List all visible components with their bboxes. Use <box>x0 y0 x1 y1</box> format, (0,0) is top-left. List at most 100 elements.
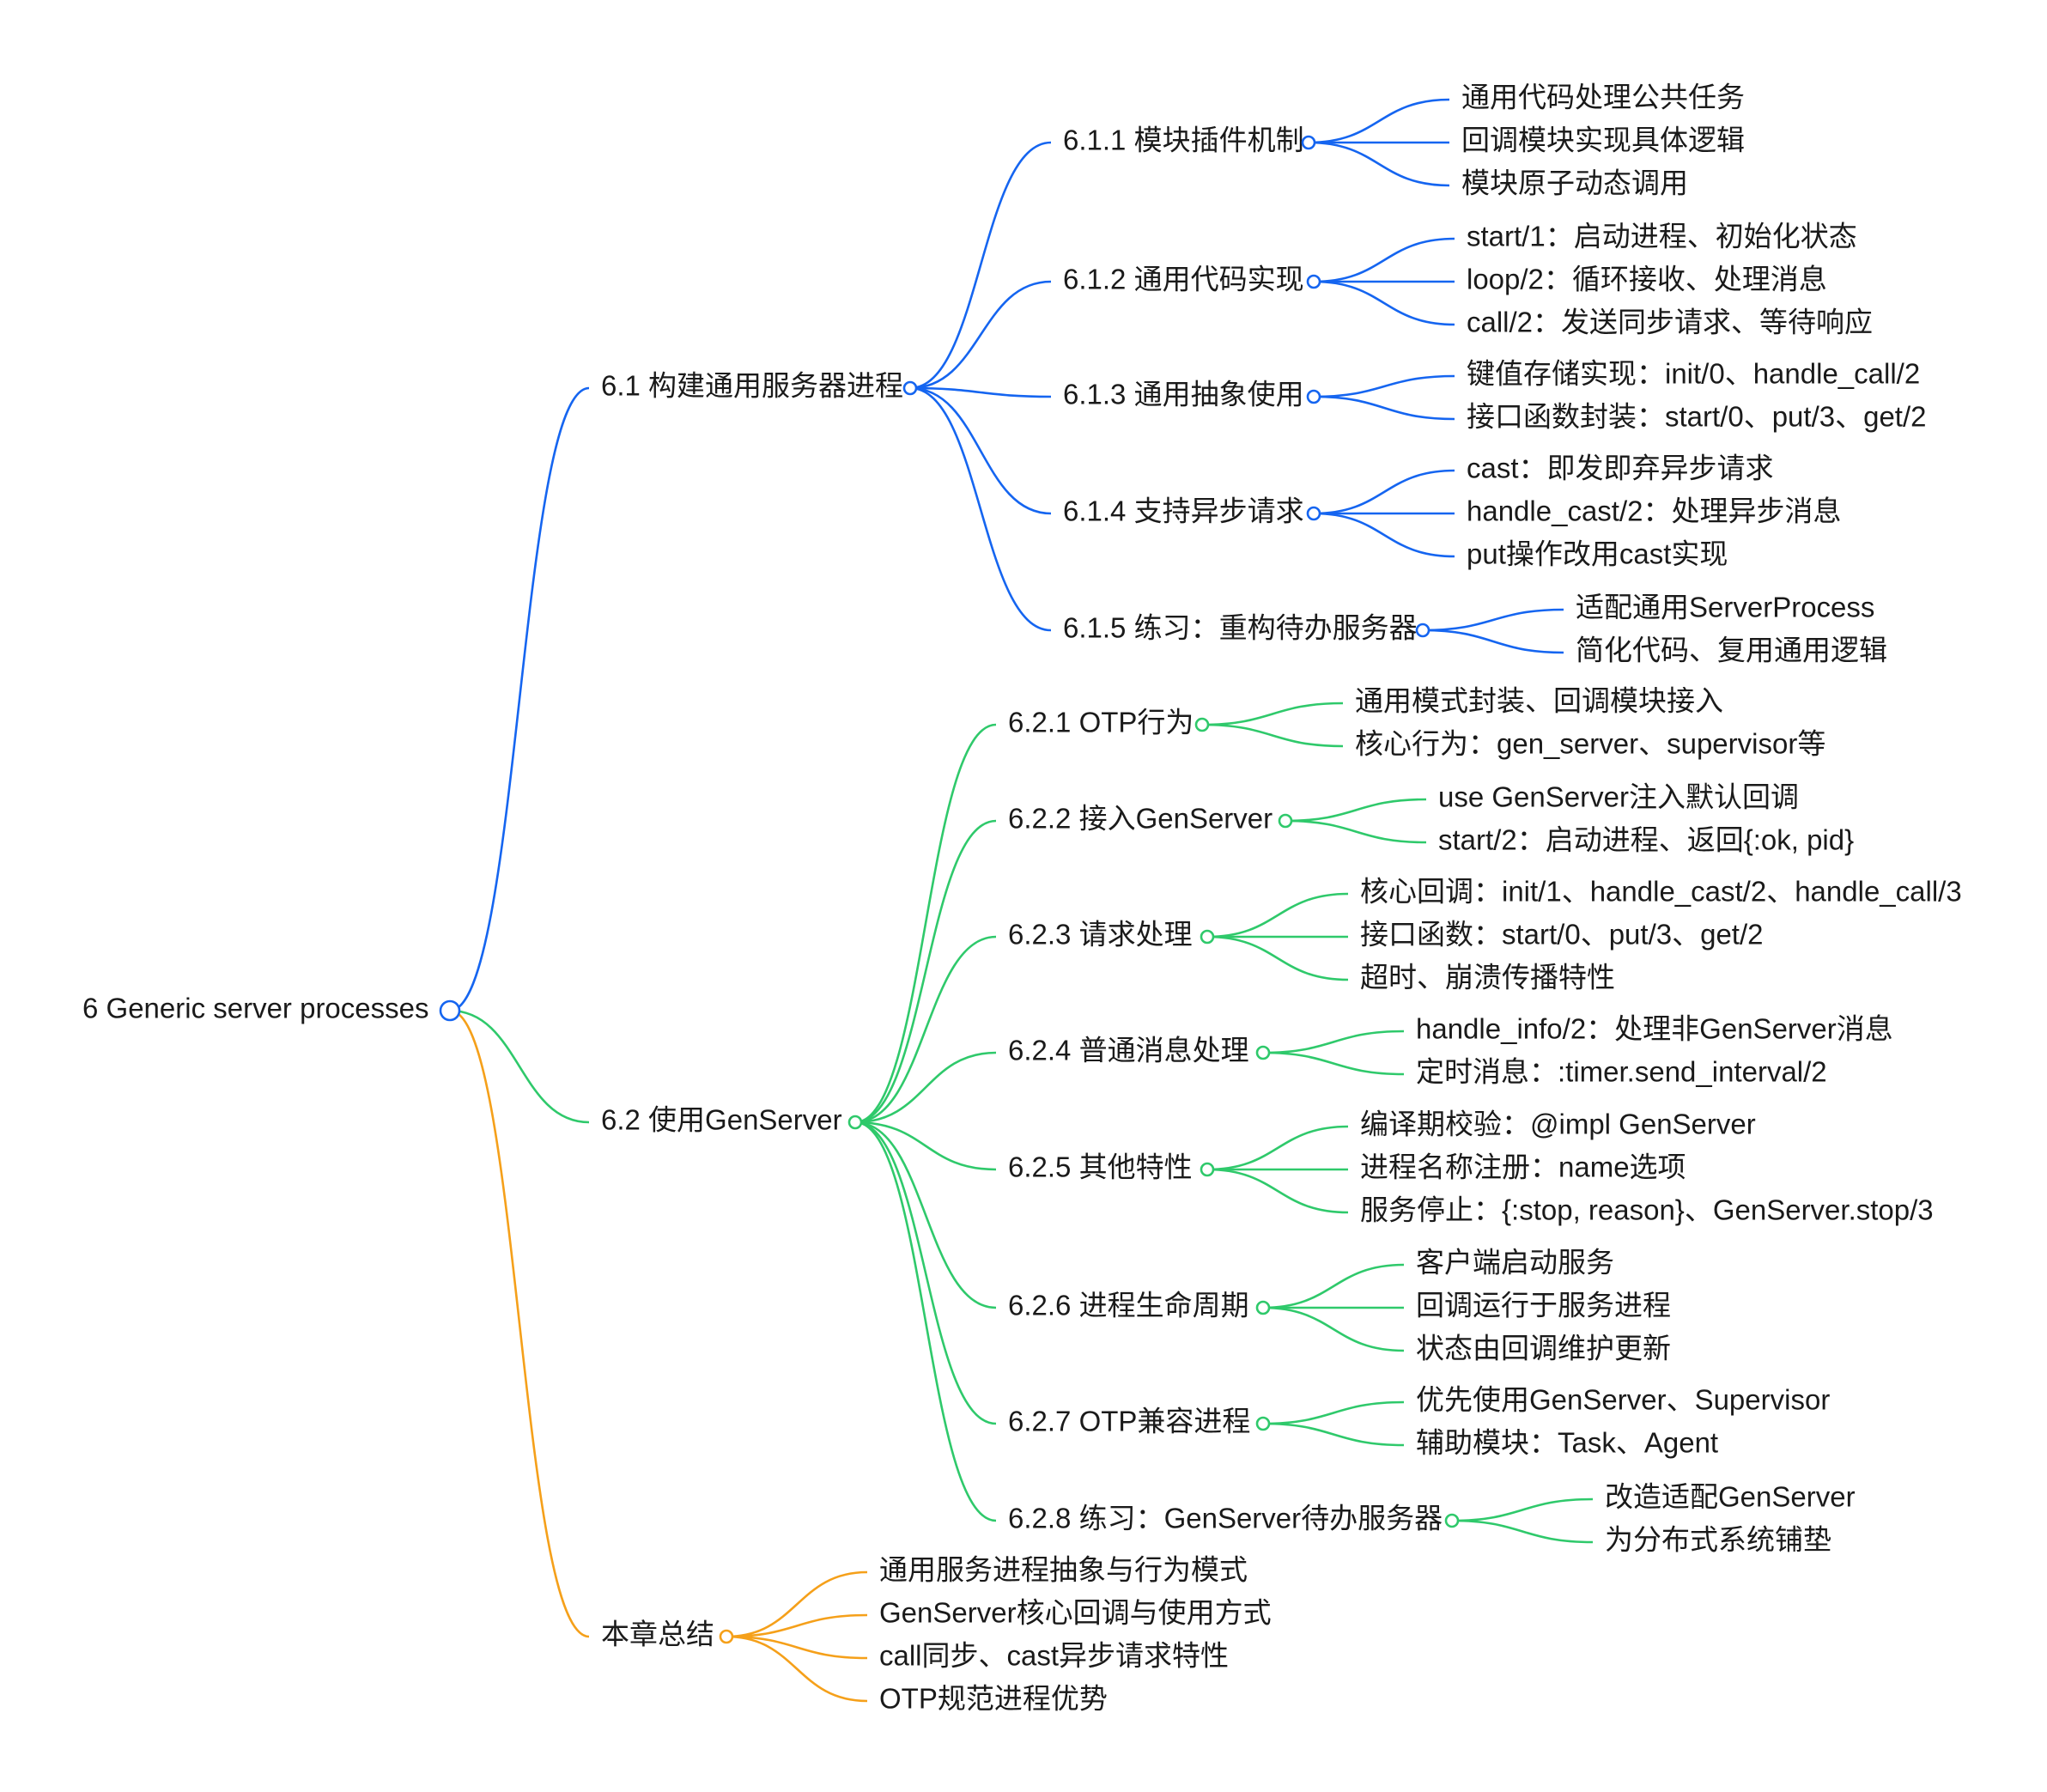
subtopic-label: GenServer核心回调与使用方式 <box>879 1597 1272 1629</box>
branch-connector <box>1262 1263 1405 1309</box>
leaf-label: 为分布式系统铺垫 <box>1605 1524 1831 1556</box>
branch-node-circle[interactable] <box>1255 1300 1271 1315</box>
leaf-label: 回调模块实现具体逻辑 <box>1461 125 1745 156</box>
leaf-label: 服务停止：{:stop, reason}、GenServer.stop/3 <box>1360 1194 1934 1226</box>
branch-connector <box>1451 1519 1594 1544</box>
leaf-label: 进程名称注册：name选项 <box>1360 1151 1686 1183</box>
mind-map-labels: 6 Generic server processes 6.1 构建通用服务器进程 6… <box>82 82 1962 1715</box>
branch-connector <box>1313 237 1455 283</box>
leaf-label: 适配通用ServerProcess <box>1576 592 1874 623</box>
branch-node-circle[interactable] <box>1200 1162 1215 1177</box>
branch-node-circle[interactable] <box>1306 389 1321 404</box>
leaf-label: 状态由回调维护更新 <box>1416 1333 1671 1364</box>
leaf-label: handle_info/2：处理非GenServer消息 <box>1416 1013 1893 1045</box>
root-node-circle[interactable] <box>439 999 461 1022</box>
branch-connector <box>1422 608 1564 632</box>
branch-connector <box>1262 1422 1405 1447</box>
leaf-label: start/2：启动进程、返回{:ok, pid} <box>1438 824 1854 856</box>
branch-node-circle[interactable] <box>1306 274 1321 289</box>
mind-map-dots <box>439 135 1460 1644</box>
subtopic-label: call同步、cast异步请求特性 <box>879 1640 1229 1672</box>
branch-connector <box>1451 1497 1594 1522</box>
branch-connector <box>1262 1030 1405 1054</box>
leaf-label: 通用模式封装、回调模块接入 <box>1355 685 1723 717</box>
branch-node-circle[interactable] <box>719 1629 734 1644</box>
branch-node-circle[interactable] <box>1255 1416 1271 1431</box>
branch-connector <box>909 280 1052 390</box>
branch-connector <box>854 723 997 1124</box>
subtopic-label: 6.2.8 练习：GenServer待办服务器 <box>1008 1503 1443 1534</box>
branch-connector <box>726 1613 868 1638</box>
leaf-label: 核心行为：gen_server、supervisor等 <box>1355 728 1825 760</box>
branch-node-circle[interactable] <box>1255 1045 1271 1060</box>
branch-connector <box>854 819 997 1124</box>
branch-connector <box>854 1121 997 1522</box>
branch-connector <box>854 1051 997 1124</box>
section-label: 6.2 使用GenServer <box>601 1104 842 1136</box>
branch-node-circle[interactable] <box>1444 1513 1460 1528</box>
branch-connector <box>854 1121 997 1309</box>
subtopic-label: 6.1.5 练习：重构待办服务器 <box>1063 612 1418 644</box>
branch-connector <box>1308 141 1450 187</box>
leaf-label: 回调运行于服务进程 <box>1416 1290 1671 1321</box>
subtopic-label: 6.1.1 模块插件机制 <box>1063 125 1304 156</box>
leaf-label: use GenServer注入默认回调 <box>1438 781 1799 813</box>
branch-connector <box>449 1009 590 1124</box>
subtopic-label: 6.1.4 支持异步请求 <box>1063 495 1304 527</box>
branch-connector <box>1262 1306 1405 1352</box>
branch-connector <box>854 1121 997 1171</box>
leaf-label: handle_cast/2：处理异步消息 <box>1467 495 1842 527</box>
branch-connector <box>726 1635 868 1660</box>
section-label: 6.1 构建通用服务器进程 <box>601 370 903 402</box>
branch-connector <box>1313 469 1455 515</box>
leaf-label: 改造适配GenServer <box>1605 1481 1856 1513</box>
branch-node-circle[interactable] <box>1301 135 1316 150</box>
branch-connector <box>1422 629 1564 654</box>
branch-connector <box>909 386 1052 398</box>
branch-connector <box>1206 892 1349 939</box>
branch-node-circle[interactable] <box>1415 623 1430 638</box>
branch-node-circle[interactable] <box>847 1115 863 1130</box>
branch-connector <box>854 1121 997 1425</box>
subtopic-label: 6.2.1 OTP行为 <box>1008 707 1194 738</box>
subtopic-label: 6.2.4 普通消息处理 <box>1008 1035 1249 1066</box>
branch-node-circle[interactable] <box>1278 813 1293 829</box>
branch-node-circle[interactable] <box>902 380 918 396</box>
branch-connector <box>1262 1400 1405 1425</box>
leaf-label: cast：即发即弃异步请求 <box>1467 453 1774 484</box>
subtopic-label: OTP规范进程优势 <box>879 1683 1108 1715</box>
leaf-label: call/2：发送同步请求、等待响应 <box>1467 307 1873 338</box>
leaf-label: 简化代码、复用通用逻辑 <box>1576 635 1887 666</box>
branch-connector <box>854 935 997 1124</box>
branch-connector <box>909 386 1052 632</box>
subtopic-label: 通用服务进程抽象与行为模式 <box>879 1554 1248 1586</box>
branch-connector <box>1262 1051 1405 1076</box>
branch-node-circle[interactable] <box>1306 506 1321 521</box>
subtopic-label: 6.1.3 通用抽象使用 <box>1063 379 1304 410</box>
leaf-label: 超时、崩溃传播特性 <box>1360 962 1615 993</box>
mind-map-edges <box>449 98 1594 1703</box>
leaf-label: loop/2：循环接收、处理消息 <box>1467 264 1827 295</box>
branch-connector <box>1206 1125 1349 1171</box>
branch-connector <box>1201 723 1344 748</box>
leaf-label: 核心回调：init/1、handle_cast/2、handle_call/3 <box>1360 876 1962 908</box>
branch-connector <box>909 141 1052 390</box>
branch-connector <box>1308 98 1450 144</box>
leaf-label: 客户端启动服务 <box>1416 1247 1614 1279</box>
leaf-label: 优先使用GenServer、Supervisor <box>1416 1384 1830 1416</box>
branch-connector <box>726 1570 868 1638</box>
branch-node-circle[interactable] <box>1194 717 1210 732</box>
subtopic-label: 6.2.3 请求处理 <box>1008 919 1193 951</box>
subtopic-label: 6.2.6 进程生命周期 <box>1008 1290 1249 1321</box>
branch-node-circle[interactable] <box>1200 929 1215 945</box>
branch-connector <box>1201 702 1344 726</box>
branch-connector <box>1313 374 1455 398</box>
leaf-label: 模块原子动态调用 <box>1461 167 1688 199</box>
subtopic-label: 6.2.2 接入GenServer <box>1008 803 1273 835</box>
leaf-label: 通用代码处理公共任务 <box>1461 82 1745 113</box>
leaf-label: 定时消息：:timer.send_interval/2 <box>1416 1056 1827 1088</box>
root-topic-label: 6 Generic server processes <box>82 993 429 1024</box>
subtopic-label: 6.2.7 OTP兼容进程 <box>1008 1406 1250 1437</box>
branch-connector <box>1206 1168 1349 1214</box>
